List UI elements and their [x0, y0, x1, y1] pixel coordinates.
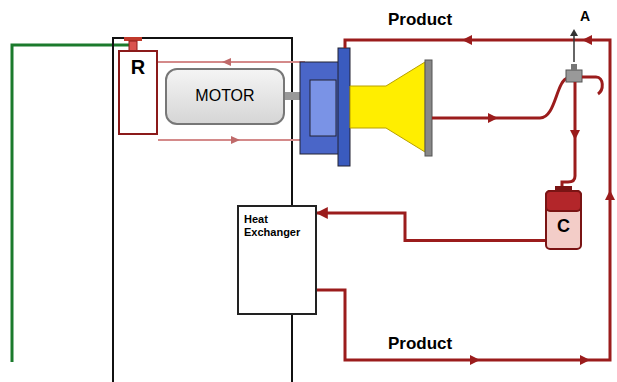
regulator-box: R [118, 50, 158, 135]
knob-cap [124, 37, 142, 41]
valve [566, 70, 582, 82]
pipe-connector [317, 213, 545, 240]
coupling [300, 62, 340, 154]
node-text: Heat Exchanger [244, 213, 310, 238]
canister: C [545, 186, 582, 250]
flow-label: Product [388, 334, 452, 354]
motor-box: MOTOR [165, 68, 285, 125]
coupling-flange [338, 48, 350, 166]
node-text: R [122, 56, 154, 79]
flow-label: Product [388, 10, 452, 30]
valve-outlet [582, 77, 602, 94]
pump-head [350, 62, 425, 152]
node-text: MOTOR [171, 87, 279, 105]
coupling [310, 80, 336, 136]
arrow-head [470, 355, 480, 365]
arrow-head [222, 58, 231, 66]
arrow-head [605, 190, 615, 200]
node-text: C [547, 216, 580, 237]
pump-plate [425, 60, 432, 156]
arrow-head [488, 113, 498, 123]
valve-stem [571, 64, 577, 70]
arrow-head [462, 35, 472, 45]
arrow-head [570, 130, 580, 140]
arrow-head [231, 136, 240, 144]
heat-exchanger-box: Heat Exchanger [237, 205, 317, 315]
valve-label: A [580, 8, 590, 24]
arrow-head [570, 29, 578, 36]
pink-line [158, 61, 305, 63]
product-pipe [317, 40, 610, 360]
valve-pointer [573, 34, 575, 62]
outlet-pipe [432, 78, 568, 118]
arrow-head [580, 355, 590, 365]
arrow-head [582, 35, 592, 45]
